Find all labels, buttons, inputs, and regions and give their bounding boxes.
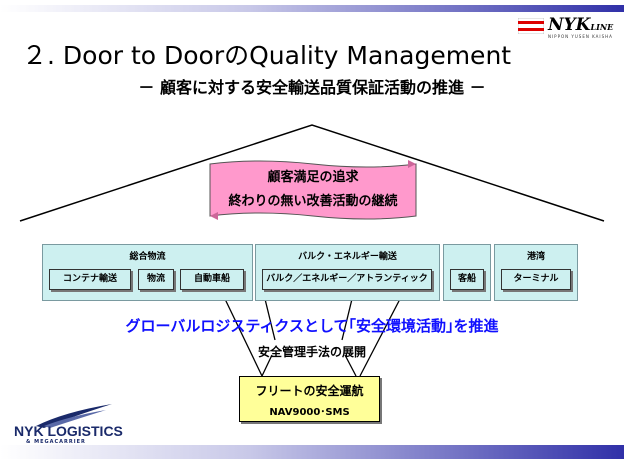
chip-container-transport: コンテナ輸送 (49, 269, 131, 290)
chip-terminal: ターミナル (501, 269, 571, 290)
group-bulk-energy: バルク・エネルギー輸送 バルク／エネルギー／アトランティック (255, 244, 440, 301)
group-logistics: 総合物流 コンテナ輸送 物流 自動車船 (42, 244, 253, 301)
nyk-logistics-logo: NYK LOGISTICS & MEGACARRIER (14, 402, 134, 447)
bottom-gradient-bar (0, 445, 624, 459)
fleet-safety-box: フリートの安全運航 NAV9000･SMS (239, 376, 380, 422)
group-passenger: 客船 (443, 244, 491, 301)
chip-logistics: 物流 (138, 269, 174, 290)
nyk-line-logo: NYKLINE NIPPON YUSEN KAISHA (518, 15, 618, 41)
nyk-logo-text: NYKLINE (548, 15, 614, 35)
chip-bulk-energy-atlantic: バルク／エネルギー／アトランティック (262, 269, 432, 290)
banner-line-2: 終わりの無い改善活動の継続 (228, 194, 398, 209)
nyk-flag-icon (518, 18, 544, 34)
customer-satisfaction-banner: 顧客満足の追求 終わりの無い改善活動の継続 (208, 158, 418, 222)
fleet-line-1: フリートの安全運航 (255, 384, 364, 398)
banner-text: 顧客満足の追求 終わりの無い改善活動の継続 (208, 166, 418, 214)
logo-sub-text: & MEGACARRIER (26, 439, 86, 445)
fleet-line-2: NAV9000･SMS (269, 407, 350, 418)
banner-line-1: 顧客満足の追求 (267, 170, 359, 185)
group-title: バルク・エネルギー輸送 (298, 252, 397, 262)
nyk-logo-subtext: NIPPON YUSEN KAISHA (548, 34, 613, 39)
chip-car-carrier: 自動車船 (180, 269, 244, 290)
chip-passenger-ship: 客船 (450, 269, 484, 290)
top-gradient-bar (0, 5, 624, 12)
group-port: 港湾 ターミナル (494, 244, 578, 301)
safety-management-text: 安全管理手法の展開 (257, 345, 366, 359)
ribbon-shape (209, 160, 417, 220)
page-title: ２. Door to DoorのQuality Management (22, 41, 512, 70)
page-subtitle: － 顧客に対する安全輸送品質保証活動の推進 － (138, 78, 486, 97)
group-title: 港湾 (526, 252, 545, 262)
logo-main-text: NYK LOGISTICS (14, 423, 123, 439)
group-title: 総合物流 (129, 252, 166, 262)
logo-swoosh-icon (36, 404, 112, 428)
global-logistics-statement: グローバルロジスティクスとして｢安全環境活動｣を推進 (125, 317, 499, 335)
